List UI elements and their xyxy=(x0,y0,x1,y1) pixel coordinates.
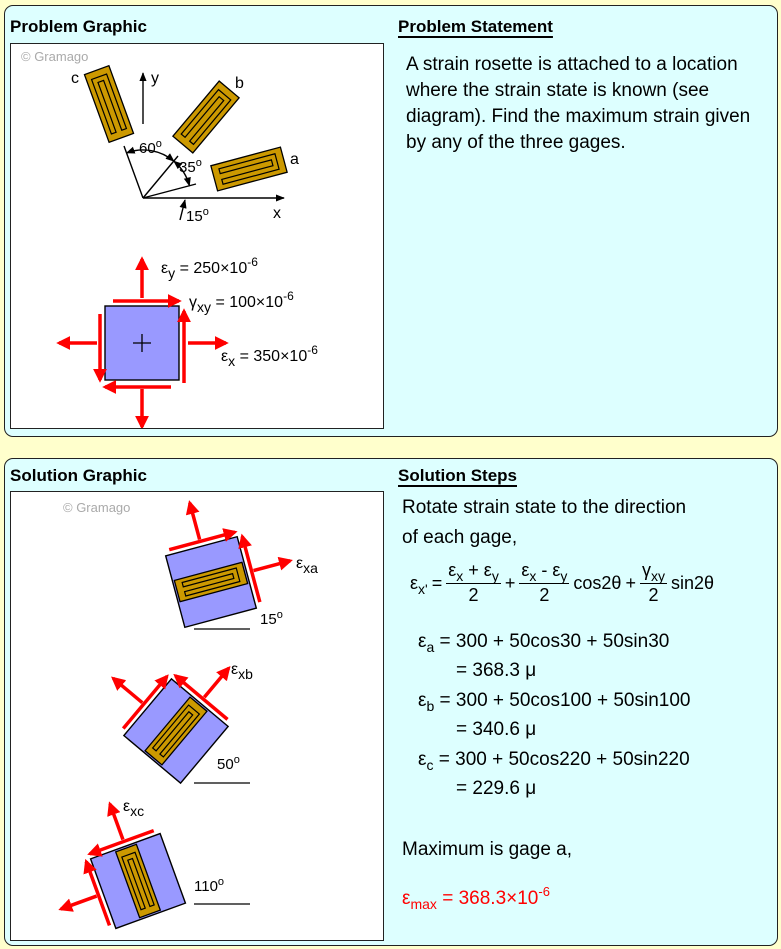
fraction-average: εx + εy 2 xyxy=(446,560,501,605)
problem-statement-text: A strain rosette is attached to a locati… xyxy=(406,54,751,153)
formula-cos: cos2θ xyxy=(573,572,622,593)
angle-60: 60o xyxy=(139,138,162,157)
arc-35 xyxy=(173,160,191,187)
element-c xyxy=(33,791,186,940)
strain-arrows xyxy=(56,256,229,428)
epsilon-xa-label: εxa xyxy=(296,555,318,576)
formula-lhs: εx' xyxy=(410,572,428,597)
formula-equals: = xyxy=(431,572,443,593)
angle-15: 15o xyxy=(186,206,209,225)
gage-b xyxy=(172,80,240,154)
strain-transformation-formula: εx' = εx + εy 2 + εx - εy 2 cos2θ + γxy … xyxy=(410,560,714,606)
rotated-elements-diagram: © Gramago εxa εxb εxc 15o 50o 110o xyxy=(11,492,318,940)
gage-c xyxy=(83,65,135,143)
arc-60 xyxy=(125,146,175,162)
rosette-diagram: © Gramago a b c x y 60o 35o 15o xyxy=(21,49,318,428)
conclusion-text: Maximum is gage a, xyxy=(402,839,573,860)
gage-b-label: b xyxy=(235,75,244,92)
problem-statement-title: Problem Statement xyxy=(398,17,553,36)
problem-graphic-title: Problem Graphic xyxy=(10,17,147,36)
line-15 xyxy=(142,183,197,199)
watermark: © Gramago xyxy=(63,500,130,515)
gage-c-label: c xyxy=(71,70,79,87)
element-a xyxy=(154,492,300,627)
solution-graphic: © Gramago εxa εxb εxc 15o 50o 110o xyxy=(10,491,384,941)
intro-line-2: of each gage, xyxy=(402,527,518,548)
final-answer: εmax = 368.3×10-6 xyxy=(402,884,550,912)
gage-a xyxy=(210,146,288,192)
fraction-shear: γxy 2 xyxy=(639,560,667,605)
solution-steps-title: Solution Steps xyxy=(398,466,517,485)
gamma-xy-label: γxy = 100×10-6 xyxy=(189,289,294,315)
y-label: y xyxy=(151,70,159,87)
axes xyxy=(123,72,285,221)
angle-c-label: 110o xyxy=(194,876,224,895)
center-cross-icon xyxy=(133,334,151,352)
result-gage-b: = 340.6 μ xyxy=(456,719,537,740)
intro-line-1: Rotate strain state to the direction xyxy=(402,497,687,518)
problem-graphic: © Gramago a b c x y 60o 35o 15o xyxy=(10,43,384,429)
step-gage-a: εa = 300 + 50cos30 + 50sin30 xyxy=(418,631,670,655)
arrow-15 xyxy=(179,199,187,221)
epsilon-xb-label: εxb xyxy=(231,661,253,682)
angle-35: 35o xyxy=(179,157,202,176)
x-label: x xyxy=(273,205,281,222)
step-gage-b: εb = 300 + 50cos100 + 50sin100 xyxy=(418,690,691,714)
watermark: © Gramago xyxy=(21,49,88,64)
formula-plus: + xyxy=(504,572,516,593)
fraction-difference: εx - εy 2 xyxy=(519,560,570,605)
epsilon-x-label: εx = 350×10-6 xyxy=(221,343,318,369)
result-gage-a: = 368.3 μ xyxy=(456,660,537,681)
epsilon-y-label: εy = 250×10-6 xyxy=(161,255,258,281)
step-gage-c: εc = 300 + 50cos220 + 50sin220 xyxy=(418,749,690,773)
formula-plus: + xyxy=(625,572,636,593)
angle-a-label: 15o xyxy=(260,609,283,628)
gage-a-label: a xyxy=(290,151,299,168)
angle-b-label: 50o xyxy=(217,754,240,773)
result-gage-c: = 229.6 μ xyxy=(456,778,537,799)
epsilon-xc-label: εxc xyxy=(123,798,144,819)
line-50 xyxy=(142,155,179,199)
formula-sin: sin2θ xyxy=(670,572,714,593)
solution-graphic-title: Solution Graphic xyxy=(10,466,147,485)
